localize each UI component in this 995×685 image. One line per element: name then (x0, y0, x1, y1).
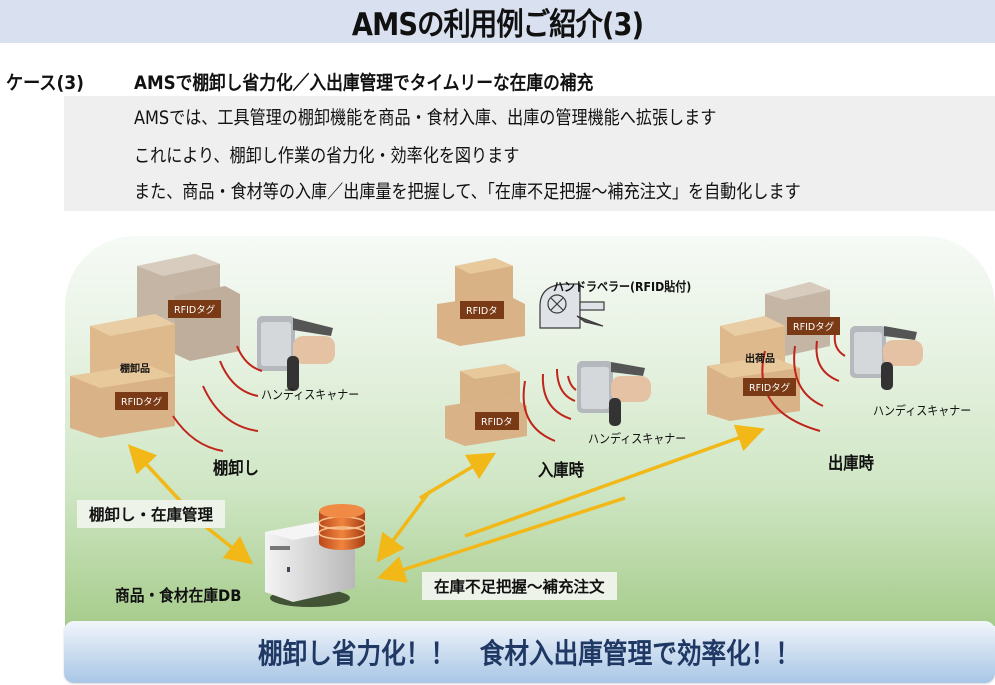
handheld-scanner-icon (577, 361, 651, 426)
stage-label-shipping: 出庫時 (828, 454, 874, 474)
case-label: ケース(3) (6, 72, 84, 94)
description-box (64, 96, 995, 211)
diagram-graphics (70, 254, 923, 607)
database-server-icon (265, 504, 366, 607)
description-line: また、商品・食材等の入庫／出庫量を把握して、「在庫不足把握～補充注文」を自動化し… (134, 182, 801, 203)
reorder-note: 在庫不足把握～補充注文 (422, 572, 617, 600)
arrow-to-db-from-inventory (203, 524, 254, 565)
rfid-tag-label: RFIDタグ (787, 317, 841, 335)
rfid-waves-icon (761, 333, 846, 432)
arrow-to-inventory (127, 444, 187, 508)
summary-banner: 棚卸し省力化！！ 食材入出庫管理で効率化！！ (64, 621, 995, 683)
summary-text: 棚卸し省力化！！ 食材入出庫管理で効率化！！ (258, 637, 801, 670)
inventory-boxes (70, 254, 240, 438)
workflow-diagram: RFIDタグ 棚卸品 RFIDタグ ハンディスキャナー 棚卸し RFIDタ ハン… (65, 236, 995, 626)
arrow-to-db-from-receiving (376, 489, 432, 563)
description-line: AMSでは、工具管理の棚卸機能を商品・食材入庫、出庫の管理機能へ拡張します (134, 108, 717, 129)
rfid-tag-label: RFIDタグ (168, 300, 222, 318)
hand-labeler-icon (539, 283, 605, 329)
box-label: 出荷品 (745, 354, 775, 365)
rfid-tag-label: RFIDタ (475, 412, 519, 430)
rfid-waves-icon (522, 368, 577, 442)
box-label: 棚卸品 (120, 364, 150, 375)
case-heading: AMSで棚卸し省力化／入出庫管理でタイムリーな在庫の補充 (134, 72, 594, 94)
arrow-to-shipping (464, 424, 765, 538)
stage-label-inventory: 棚卸し (213, 459, 259, 479)
scanner-label: ハンディスキャナー (588, 431, 687, 446)
database-label: 商品・食材在庫DB (115, 586, 242, 605)
arrow-to-db-from-shipping (377, 496, 626, 583)
page-title: AMSの利用例ご紹介(3) (351, 7, 644, 43)
title-bar: AMSの利用例ご紹介(3) (0, 0, 995, 43)
hand-labeler-label: ハンドラベラー(RFID貼付) (553, 279, 692, 294)
database-disk-icon (318, 504, 366, 550)
inventory-management-note: 棚卸し・在庫管理 (77, 500, 226, 528)
rfid-tag-label: RFIDタグ (115, 392, 169, 410)
data-flow-arrows (127, 424, 765, 583)
scanner-label: ハンディスキャナー (873, 403, 972, 418)
handheld-scanner-icon (850, 326, 923, 390)
rfid-waves-icon (172, 345, 263, 452)
rfid-tag-label: RFIDタ (460, 301, 504, 319)
description-line: これにより、棚卸し作業の省力化・効率化を図ります (134, 146, 520, 167)
scanner-label: ハンディスキャナー (261, 387, 360, 402)
stage-label-receiving: 入庫時 (538, 461, 584, 481)
arrow-to-receiving (419, 452, 497, 500)
rfid-tag-label: RFIDタグ (743, 378, 797, 396)
handheld-scanner-icon (257, 316, 335, 391)
